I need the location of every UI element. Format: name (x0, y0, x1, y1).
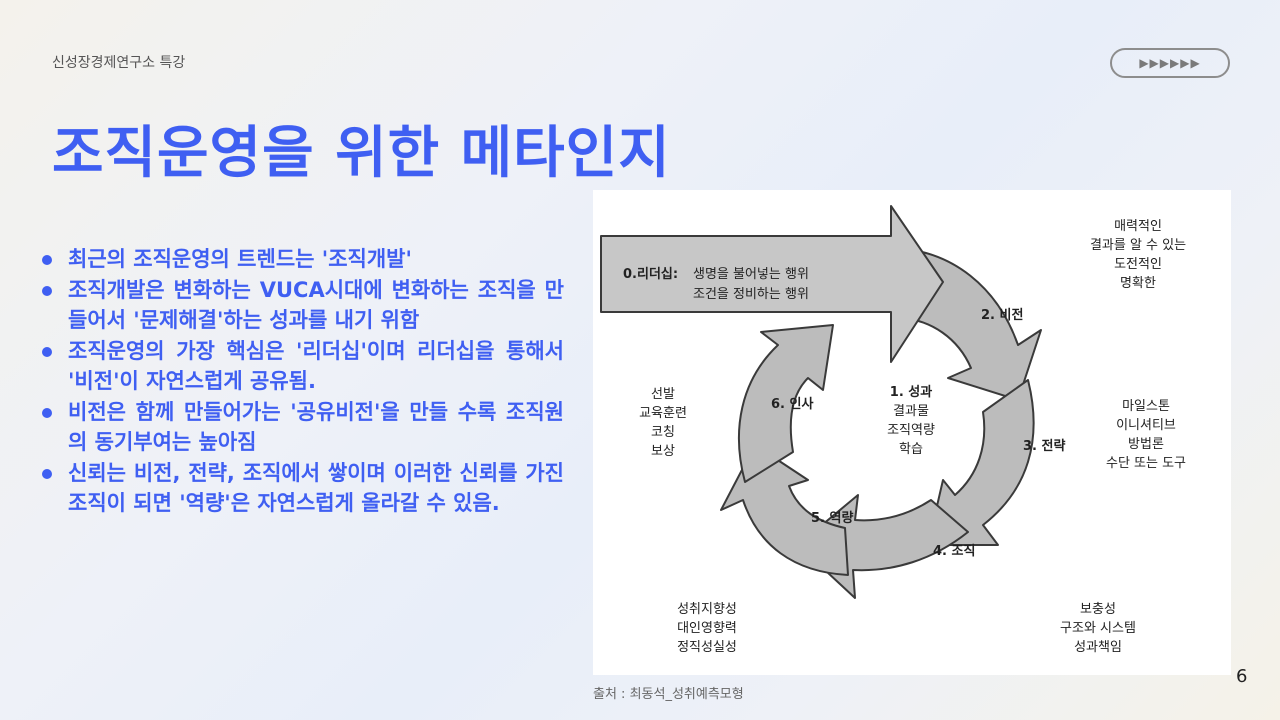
list-item: 최근의 조직운영의 트렌드는 '조직개발' (40, 244, 564, 275)
source-caption: 출처 : 최동석_성취예측모형 (593, 687, 744, 702)
cycle-diagram: 0.리더십: 생명을 불어넣는 행위 조건을 정비하는 행위 1. 성과 결과물… (593, 190, 1231, 675)
note-competency-1: 성취지향성 (677, 602, 737, 617)
leadership-arrow (600, 205, 944, 363)
cycle-arrow-strategy (927, 379, 1035, 546)
arrow-desc-1: 생명을 불어넣는 행위 (693, 266, 809, 282)
page-number: 6 (1236, 666, 1248, 687)
note-org-2: 구조와 시스템 (1060, 621, 1136, 636)
note-vision-1: 매력적인 (1114, 219, 1162, 234)
note-strategy-3: 방법론 (1128, 437, 1164, 452)
list-item: 비전은 함께 만들어가는 '공유비전'을 만들 수록 조직원의 동기부여는 높아… (40, 397, 564, 458)
note-org-1: 보충성 (1080, 602, 1116, 617)
note-strategy-4: 수단 또는 도구 (1106, 456, 1186, 471)
cycle-arrow-competency (720, 444, 849, 576)
note-org-3: 성과책임 (1074, 640, 1122, 655)
note-vision-4: 명확한 (1120, 276, 1156, 291)
note-strategy-1: 마일스톤 (1122, 399, 1170, 414)
list-item: 신뢰는 비전, 전략, 조직에서 쌓이며 이러한 신뢰를 가진 조직이 되면 '… (40, 458, 564, 519)
segment-strategy: 3. 전략 (1023, 438, 1065, 454)
note-hr-3: 코칭 (651, 425, 675, 440)
arrow-label: 0.리더십: (623, 266, 678, 282)
note-vision-3: 도전적인 (1114, 257, 1162, 272)
subtitle: 신성장경제연구소 특강 (52, 55, 186, 71)
center-line-3: 조직역량 (887, 423, 935, 438)
note-hr-2: 교육훈련 (639, 406, 687, 421)
segment-org: 4. 조직 (933, 543, 975, 559)
arrow-desc-2: 조건을 정비하는 행위 (693, 286, 809, 302)
bullet-list: 최근의 조직운영의 트렌드는 '조직개발' 조직개발은 변화하는 VUCA시대에… (40, 244, 564, 519)
center-line-2: 결과물 (893, 404, 929, 419)
slide-nav-pill[interactable]: ▶▶▶▶▶▶ (1110, 48, 1230, 78)
segment-competency: 5. 역량 (811, 510, 853, 526)
page-title: 조직운영을 위한 메타인지 (52, 121, 671, 186)
note-hr-1: 선발 (651, 387, 675, 402)
cycle-arrow-hr (737, 324, 834, 483)
note-competency-3: 정직성실성 (677, 640, 737, 655)
center-line-4: 학습 (899, 442, 923, 457)
note-hr-4: 보상 (651, 444, 675, 459)
note-strategy-2: 이니셔티브 (1116, 418, 1176, 433)
segment-hr: 6. 인사 (771, 396, 813, 412)
list-item: 조직개발은 변화하는 VUCA시대에 변화하는 조직을 만들어서 '문제해결'하… (40, 275, 564, 336)
note-vision-2: 결과를 알 수 있는 (1090, 238, 1186, 253)
segment-vision: 2. 비전 (981, 307, 1023, 323)
note-competency-2: 대인영향력 (677, 621, 737, 636)
list-item: 조직운영의 가장 핵심은 '리더십'이며 리더십을 통해서 '비전'이 자연스럽… (40, 336, 564, 397)
center-title: 1. 성과 (890, 385, 932, 400)
